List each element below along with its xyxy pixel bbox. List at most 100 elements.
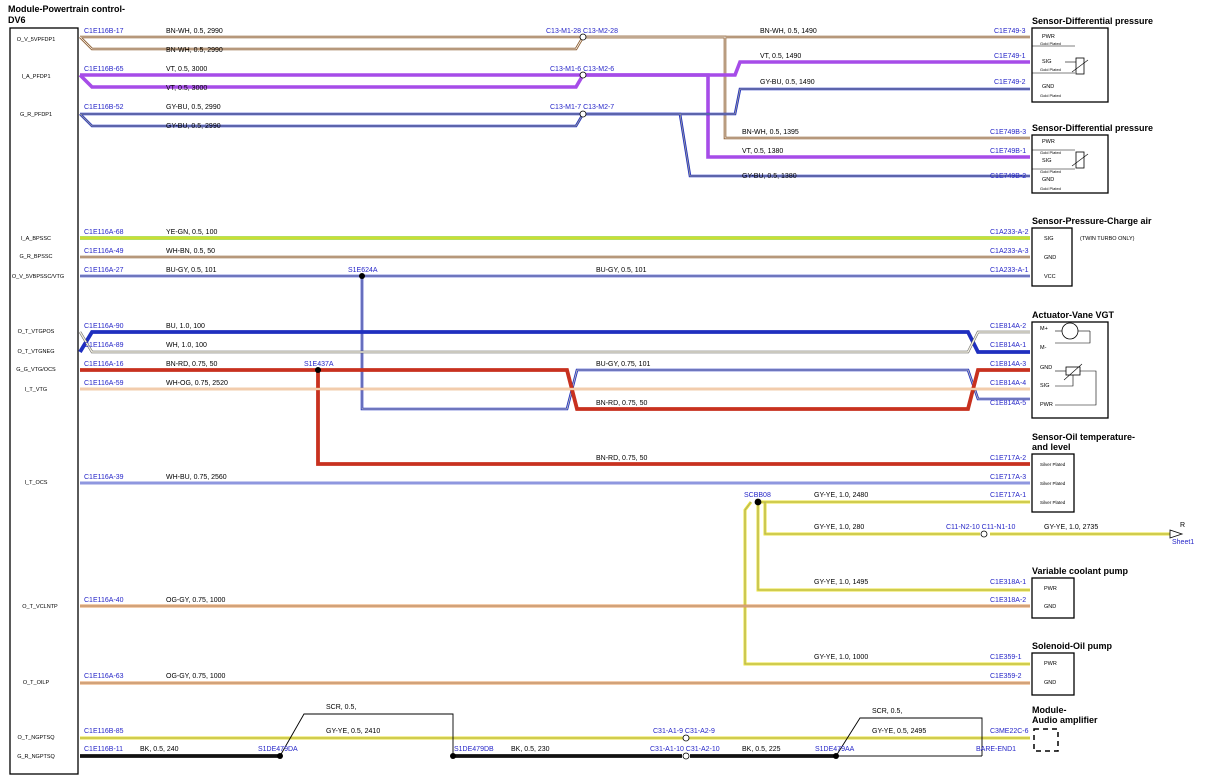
pin-label: O_T_VCLNTP <box>22 604 58 610</box>
wire-spec: BN-RD, 0.75, 50 <box>166 361 217 368</box>
dp2-plating: Gold Plated <box>1040 169 1061 174</box>
sheet-ref: R <box>1180 522 1185 529</box>
connector-label: C1E116B-52 <box>84 104 124 111</box>
oil-title-line1: Sensor-Oil temperature- <box>1032 432 1135 442</box>
wire-wh-vtgneg[interactable] <box>78 330 1030 354</box>
inline-connector-label: C13-M1-28 C13-M2-28 <box>546 28 618 35</box>
splice-label: S1DE479DA <box>258 746 298 753</box>
sheet-link[interactable]: Sheet1 <box>1172 539 1194 546</box>
oilpump-box[interactable] <box>1031 652 1075 696</box>
coolant-title: Variable coolant pump <box>1032 566 1129 576</box>
wire-bu-vtgpos[interactable] <box>78 330 1030 354</box>
pin-label: O_V_5VBPSSC/VTG <box>12 274 64 280</box>
wire-gy-bu-pfdp-gnd[interactable] <box>79 87 1030 178</box>
dp2-plating: Gold Plated <box>1040 150 1061 155</box>
dp1-box[interactable] <box>1031 27 1109 103</box>
connector-label: C1E749-3 <box>994 28 1026 35</box>
connector-label: C1E717A-3 <box>990 474 1026 481</box>
splice-label: S1E624A <box>348 267 378 274</box>
connector-label: C1E116A-40 <box>84 597 124 604</box>
connector-label: C1E318A-1 <box>990 579 1026 586</box>
wire-spec: VT, 0.5, 3000 <box>166 66 207 73</box>
connector-label: C1E116A-68 <box>84 229 124 236</box>
module-title-line2: DV6 <box>8 15 26 25</box>
connector-label: C1E749-1 <box>994 53 1026 60</box>
inline-connector-label: C13-M1-7 C13-M2-7 <box>550 104 614 111</box>
audio-box[interactable] <box>1033 728 1059 752</box>
connector-label: C1E116A-39 <box>84 474 124 481</box>
dp2-pin: GND <box>1042 177 1054 183</box>
connector-label: C1E717A-2 <box>990 455 1026 462</box>
module-title-line1: Module-Powertrain control- <box>8 4 125 14</box>
wire-spec: WH, 1.0, 100 <box>166 342 207 349</box>
connector-label: C1E116B-65 <box>84 66 124 73</box>
oil-title-line2: and level <box>1032 442 1071 452</box>
charge-box[interactable] <box>1031 227 1073 287</box>
inline-connector-marks <box>579 33 988 760</box>
wire-spec: BK, 0.5, 240 <box>140 746 179 753</box>
wire-spec: BU-GY, 0.5, 101 <box>166 267 217 274</box>
connector-label: C1E116B-85 <box>84 728 124 735</box>
vgt-pin: M+ <box>1040 326 1048 332</box>
wire-spec: GY-YE, 1.0, 1000 <box>814 654 868 661</box>
resistor-icon <box>1071 151 1089 169</box>
dp1-pin: PWR <box>1042 34 1055 40</box>
connector-label: C1E116A-90 <box>84 323 124 330</box>
wire-spec: SCR, 0.5, <box>872 708 902 715</box>
dp1-pin: GND <box>1042 84 1054 90</box>
splice-dots <box>277 273 839 759</box>
dp1-plating: Gold Plated <box>1040 67 1061 72</box>
pin-label: I_T_VTG <box>25 387 47 393</box>
wire-spec: BK, 0.5, 225 <box>742 746 781 753</box>
wire-spec: WH-BU, 0.75, 2560 <box>166 474 227 481</box>
connector-label: C1E717A-1 <box>990 492 1026 499</box>
charge-pin: VCC <box>1044 274 1056 280</box>
wire-spec: BU-GY, 0.5, 101 <box>596 267 647 274</box>
pin-label: G_G_VTG/OCS <box>16 367 56 373</box>
dp2-pin: SIG <box>1042 158 1051 164</box>
connector-label: C1E814A-5 <box>990 400 1026 407</box>
pin-label: I_A_BPSSC <box>21 236 51 242</box>
audio-title-line1: Module- <box>1032 705 1067 715</box>
connector-label: C1E749B-1 <box>990 148 1026 155</box>
connector-label: C1E359-2 <box>990 673 1022 680</box>
pin-label: O_T_NGPTSQ <box>18 735 56 741</box>
oil-box[interactable] <box>1031 453 1075 513</box>
wire-vt-pfdp-sig[interactable] <box>78 60 1030 159</box>
connector-label: C1E749-2 <box>994 79 1026 86</box>
dp2-box[interactable] <box>1031 134 1109 194</box>
wire-spec: BU, 1.0, 100 <box>166 323 205 330</box>
inline-connector-label: C31-A1-10 C31-A2-10 <box>650 746 720 753</box>
coolant-box[interactable] <box>1031 577 1075 619</box>
pin-label: O_V_5VPFDP1 <box>17 37 56 43</box>
wire-spec: VT, 0.5, 1380 <box>742 148 783 155</box>
dp1-plating: Gold Plated <box>1040 93 1061 98</box>
wire-spec: BU-GY, 0.75, 101 <box>596 361 650 368</box>
pin-label: G_R_BPSSC <box>19 254 52 260</box>
wire-gy-ye-supply[interactable] <box>743 500 1170 666</box>
wire-bu-gy-5v-supply[interactable] <box>80 274 1030 411</box>
dp2-pin: PWR <box>1042 139 1055 145</box>
resistor-icon <box>1065 57 1089 75</box>
wire-spec: GY-YE, 1.0, 1495 <box>814 579 868 586</box>
charge-pin: GND <box>1044 255 1056 261</box>
coolant-pin: PWR <box>1044 586 1057 592</box>
wire-spec: VT, 0.5, 1490 <box>760 53 801 60</box>
connector-label: C1E814A-2 <box>990 323 1026 330</box>
vgt-pin: PWR <box>1040 402 1053 408</box>
dp1-plating: Gold Plated <box>1040 41 1061 46</box>
sheet-arrow-icon[interactable] <box>1169 529 1184 539</box>
wire-spec: BN-RD, 0.75, 50 <box>596 455 647 462</box>
pin-label: O_T_OILP <box>23 680 50 686</box>
wire-spec: BN-WH, 0.5, 1490 <box>760 28 817 35</box>
wire-spec: WH-BN, 0.5, 50 <box>166 248 215 255</box>
oil-plating: Silver Plated <box>1040 500 1066 505</box>
dp2-title: Sensor-Differential pressure <box>1032 123 1153 133</box>
connector-label: C1E116A-63 <box>84 673 124 680</box>
wire-spec: GY-BU, 0.5, 2990 <box>166 123 221 130</box>
module-powertrain-box[interactable] <box>9 27 79 775</box>
wire-spec: GY-YE, 0.5, 2410 <box>326 728 380 735</box>
wire-spec: BK, 0.5, 230 <box>511 746 550 753</box>
connector-label: C1E116A-89 <box>84 342 124 349</box>
wire-spec: SCR, 0.5, <box>326 704 356 711</box>
